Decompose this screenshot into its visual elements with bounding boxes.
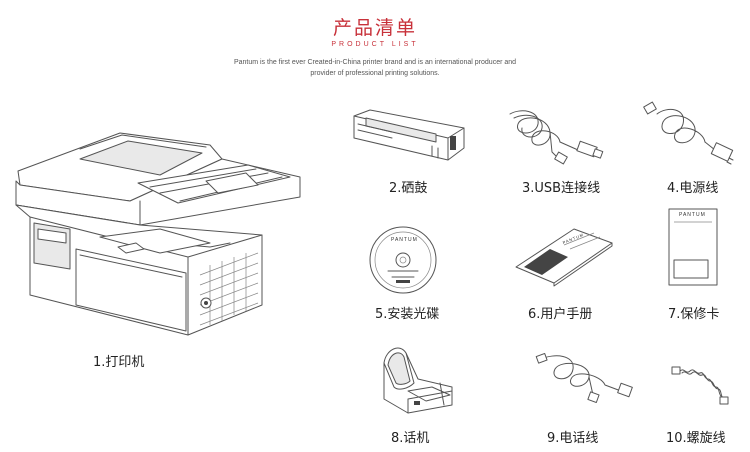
toner-cartridge-icon [352, 108, 467, 163]
user-manual-icon [514, 227, 614, 287]
printer-icon [10, 125, 310, 350]
warranty-card-icon [668, 208, 718, 286]
description-line-2: provider of professional printing soluti… [310, 70, 440, 77]
label-coiled-cord: 10.螺旋线 [666, 431, 726, 446]
telephone-handset-icon [378, 343, 458, 415]
label-usb-cable: 3.USB连接线 [522, 181, 601, 196]
phone-line-icon [535, 352, 635, 403]
label-phone-line: 9.电话线 [547, 431, 599, 446]
label-toner-cartridge: 2.硒鼓 [389, 181, 428, 196]
cd-disc-text: PANTUM [391, 237, 418, 243]
usb-cable-icon [500, 106, 605, 166]
label-telephone-handset: 8.话机 [391, 431, 430, 446]
page-subtitle: PRODUCT LIST [331, 41, 419, 48]
description-line-1: Pantum is the first ever Created-in-Chin… [233, 59, 517, 66]
brand-description: Pantum is the first ever Created-in-Chin… [175, 57, 575, 79]
label-printer: 1.打印机 [93, 355, 145, 370]
installation-cd-icon [368, 225, 438, 295]
label-power-cord: 4.电源线 [667, 181, 719, 196]
label-installation-cd: 5.安装光碟 [375, 307, 440, 322]
coiled-cord-icon [670, 365, 730, 407]
page-title: 产品清单 [332, 17, 417, 39]
warranty-card-text: PANTUM [679, 212, 706, 218]
label-user-manual: 6.用户手册 [528, 307, 593, 322]
power-cord-icon [643, 101, 738, 165]
label-warranty-card: 7.保修卡 [668, 307, 720, 322]
